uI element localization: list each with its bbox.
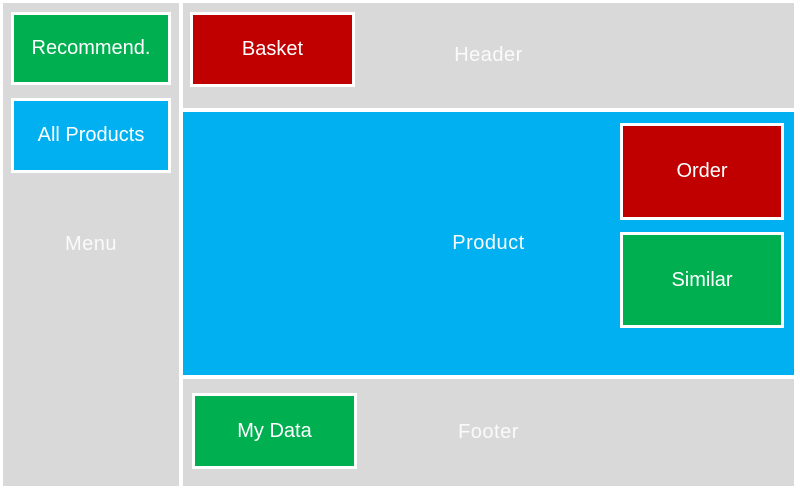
my-data-button-label: My Data	[237, 419, 312, 442]
menu-panel: Recommend. All Products Menu	[3, 3, 179, 486]
all-products-button-label: All Products	[37, 124, 145, 146]
similar-button-label: Similar	[671, 268, 733, 291]
product-panel: Order Similar Product	[183, 112, 794, 375]
menu-panel-label: Menu	[64, 233, 118, 255]
basket-button-label: Basket	[241, 38, 304, 60]
recommend-button-label: Recommend.	[31, 37, 151, 59]
header-panel: Basket Header	[183, 3, 794, 108]
footer-panel: My Data Footer	[183, 379, 794, 486]
product-panel-label: Product	[452, 232, 525, 254]
similar-button[interactable]: Similar	[620, 232, 784, 328]
my-data-button[interactable]: My Data	[192, 393, 357, 469]
order-button-label: Order	[676, 160, 728, 182]
footer-panel-label: Footer	[458, 421, 519, 443]
order-button[interactable]: Order	[620, 123, 784, 220]
header-panel-label: Header	[454, 44, 523, 66]
all-products-button[interactable]: All Products	[11, 98, 171, 173]
recommend-button[interactable]: Recommend.	[11, 12, 171, 85]
basket-button[interactable]: Basket	[190, 12, 355, 87]
